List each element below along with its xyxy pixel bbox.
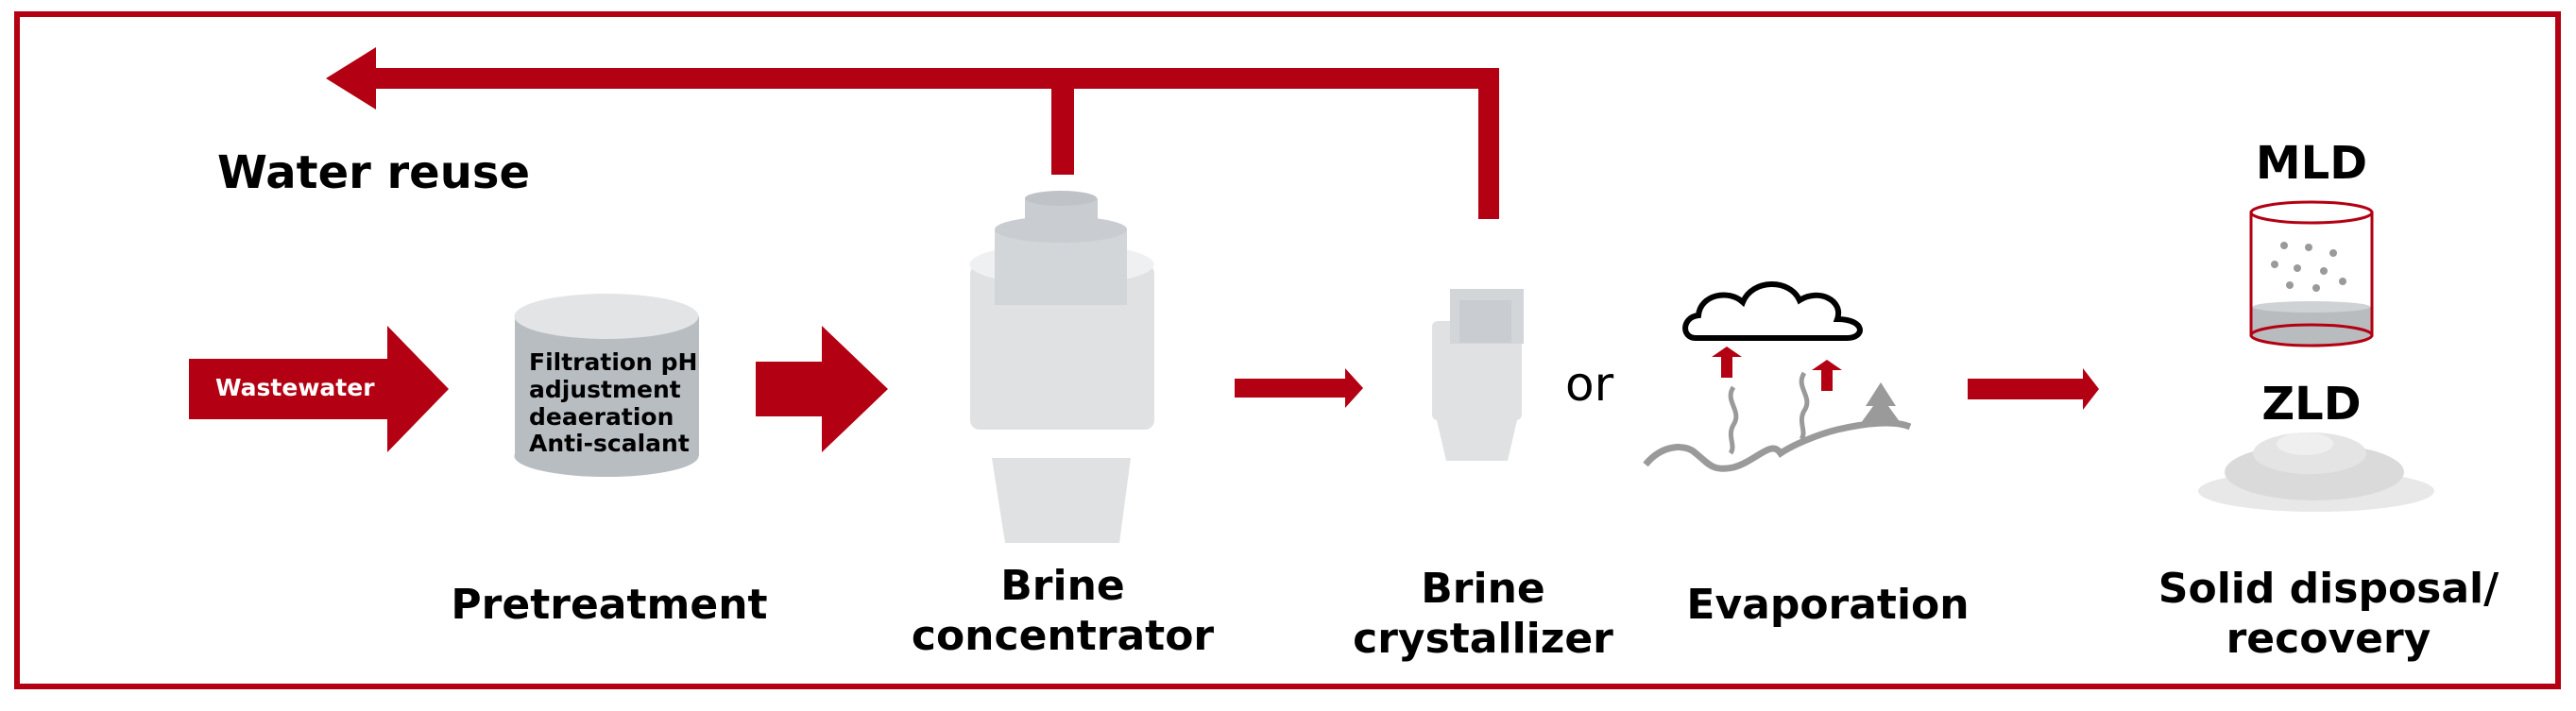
wastewater-arrow bbox=[189, 326, 449, 452]
zld-salt-pile-icon bbox=[2198, 432, 2434, 512]
tank-line: adjustment bbox=[529, 375, 681, 403]
recycle-arrow bbox=[326, 47, 1499, 219]
brine-concentrator-line2: concentrator bbox=[911, 611, 1215, 660]
brine-concentrator-line1: Brine bbox=[1000, 562, 1125, 610]
wastewater-label: Wastewater bbox=[215, 374, 375, 401]
solid-disposal-line1: Solid disposal/ bbox=[2158, 565, 2499, 613]
solid-disposal-line2: recovery bbox=[2226, 614, 2431, 663]
brine-crystallizer-label: Brine crystallizer bbox=[1341, 565, 1625, 665]
water-reuse-title: Water reuse bbox=[217, 146, 531, 199]
tank-line: Filtration pH bbox=[529, 348, 698, 376]
zld-label: ZLD bbox=[2261, 378, 2362, 431]
tank-line: Anti-scalant bbox=[529, 430, 690, 458]
solid-disposal-label: Solid disposal/ recovery bbox=[2135, 565, 2522, 665]
brine-crystallizer-icon bbox=[1432, 289, 1524, 461]
diagram-border bbox=[14, 11, 2561, 689]
evaporation-icon bbox=[1643, 281, 1912, 472]
arrow-pretreat-to-concentrator bbox=[756, 326, 888, 452]
tank-line: deaeration bbox=[529, 402, 674, 431]
mld-label: MLD bbox=[2255, 137, 2368, 190]
brine-crystallizer-line2: crystallizer bbox=[1353, 614, 1613, 663]
or-text: or bbox=[1565, 357, 1614, 412]
pretreatment-tank-text: Filtration pH adjustment deaeration Anti… bbox=[529, 348, 699, 458]
mld-beaker-icon bbox=[2249, 200, 2374, 347]
brine-crystallizer-line1: Brine bbox=[1421, 565, 1545, 613]
brine-concentrator-label: Brine concentrator bbox=[907, 562, 1219, 662]
arrow-to-outputs bbox=[1968, 368, 2099, 410]
evaporation-label: Evaporation bbox=[1686, 581, 1970, 629]
pretreatment-label: Pretreatment bbox=[451, 581, 768, 629]
arrow-concentrator-to-crystallizer bbox=[1235, 368, 1363, 408]
pretreatment-tank-icon bbox=[514, 294, 699, 477]
brine-concentrator-icon bbox=[969, 191, 1154, 543]
